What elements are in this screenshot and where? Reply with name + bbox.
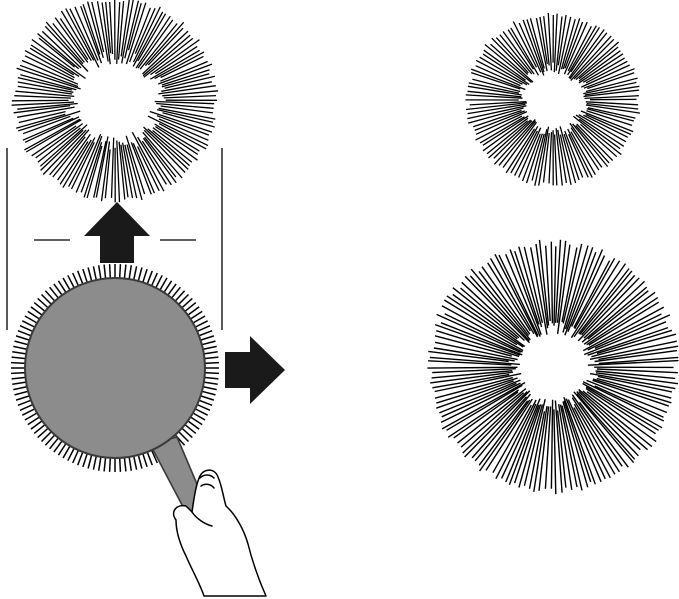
burst-ray [14,96,71,98]
burst-ray [545,406,550,488]
cooking-zone-top-left-icon [12,0,219,202]
burst-ray [151,40,200,75]
burst-ray [42,31,81,68]
burst-ray [551,400,552,489]
burst-ray [568,250,603,332]
arrow-up-icon [84,202,150,263]
burst-ray [58,134,91,180]
cooking-zone-top-right-icon [465,13,640,186]
burst-ray [551,242,552,324]
burst-ray [164,96,216,98]
burst-ray [599,346,679,359]
burst-ray [583,391,652,447]
burst-ray [554,409,556,494]
burst-ray [549,132,552,183]
arrow-right-icon [225,336,285,404]
cooking-zone-bottom-right-icon [427,240,678,494]
burst-ray [585,96,639,99]
burst-ray [461,288,519,338]
burst-ray [427,367,517,368]
burst-ray [117,141,120,203]
burst-ray [20,65,78,86]
burst-ray [112,138,114,198]
burst-ray [155,102,215,104]
burst-ray [84,142,102,197]
burst-ray [148,129,190,166]
pan-icon [25,278,205,458]
burst-ray [127,145,142,200]
burst-ray [583,307,664,351]
burst-ray [555,135,557,186]
burst-ray [468,108,523,123]
